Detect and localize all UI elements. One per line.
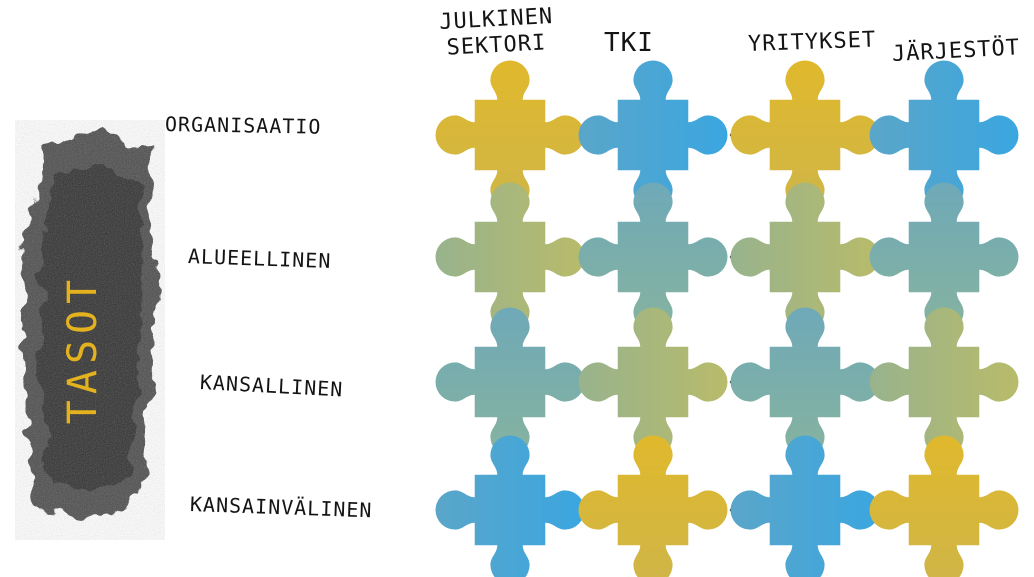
- column-label-julkinen-sektori: JULKINEN SEKTORI: [439, 4, 556, 62]
- charcoal-smudge: [15, 120, 165, 540]
- puzzle-piece-olive: [435, 182, 585, 332]
- puzzle-piece-teal: [435, 307, 585, 457]
- puzzle-piece-teal: [578, 182, 728, 332]
- column-label-yritykset: YRITYKSET: [747, 27, 877, 57]
- puzzle-piece-olive: [578, 307, 728, 457]
- puzzle-piece-blue: [578, 60, 728, 210]
- column-label-tki: TKI: [604, 28, 654, 58]
- puzzle-piece-teal: [869, 182, 1019, 332]
- puzzle-grid: [435, 60, 1019, 577]
- row-label-organisaatio: ORGANISAATIO: [164, 112, 322, 139]
- puzzle-piece-olive: [730, 182, 880, 332]
- puzzle-piece-gold: [578, 435, 728, 577]
- row-label-alueellinen: ALUEELLINEN: [187, 244, 332, 273]
- puzzle-piece-gold: [869, 435, 1019, 577]
- puzzle-piece-gold: [730, 60, 880, 210]
- puzzle-piece-teal: [730, 307, 880, 457]
- puzzle-piece-blue: [730, 435, 880, 577]
- connector-lines: [508, 133, 946, 512]
- puzzle-piece-blue: [435, 435, 585, 577]
- puzzle-piece-blue: [869, 60, 1019, 210]
- side-title-tasot: TASOT: [60, 273, 106, 425]
- puzzle-piece-olive: [869, 307, 1019, 457]
- puzzle-piece-gold: [435, 60, 585, 210]
